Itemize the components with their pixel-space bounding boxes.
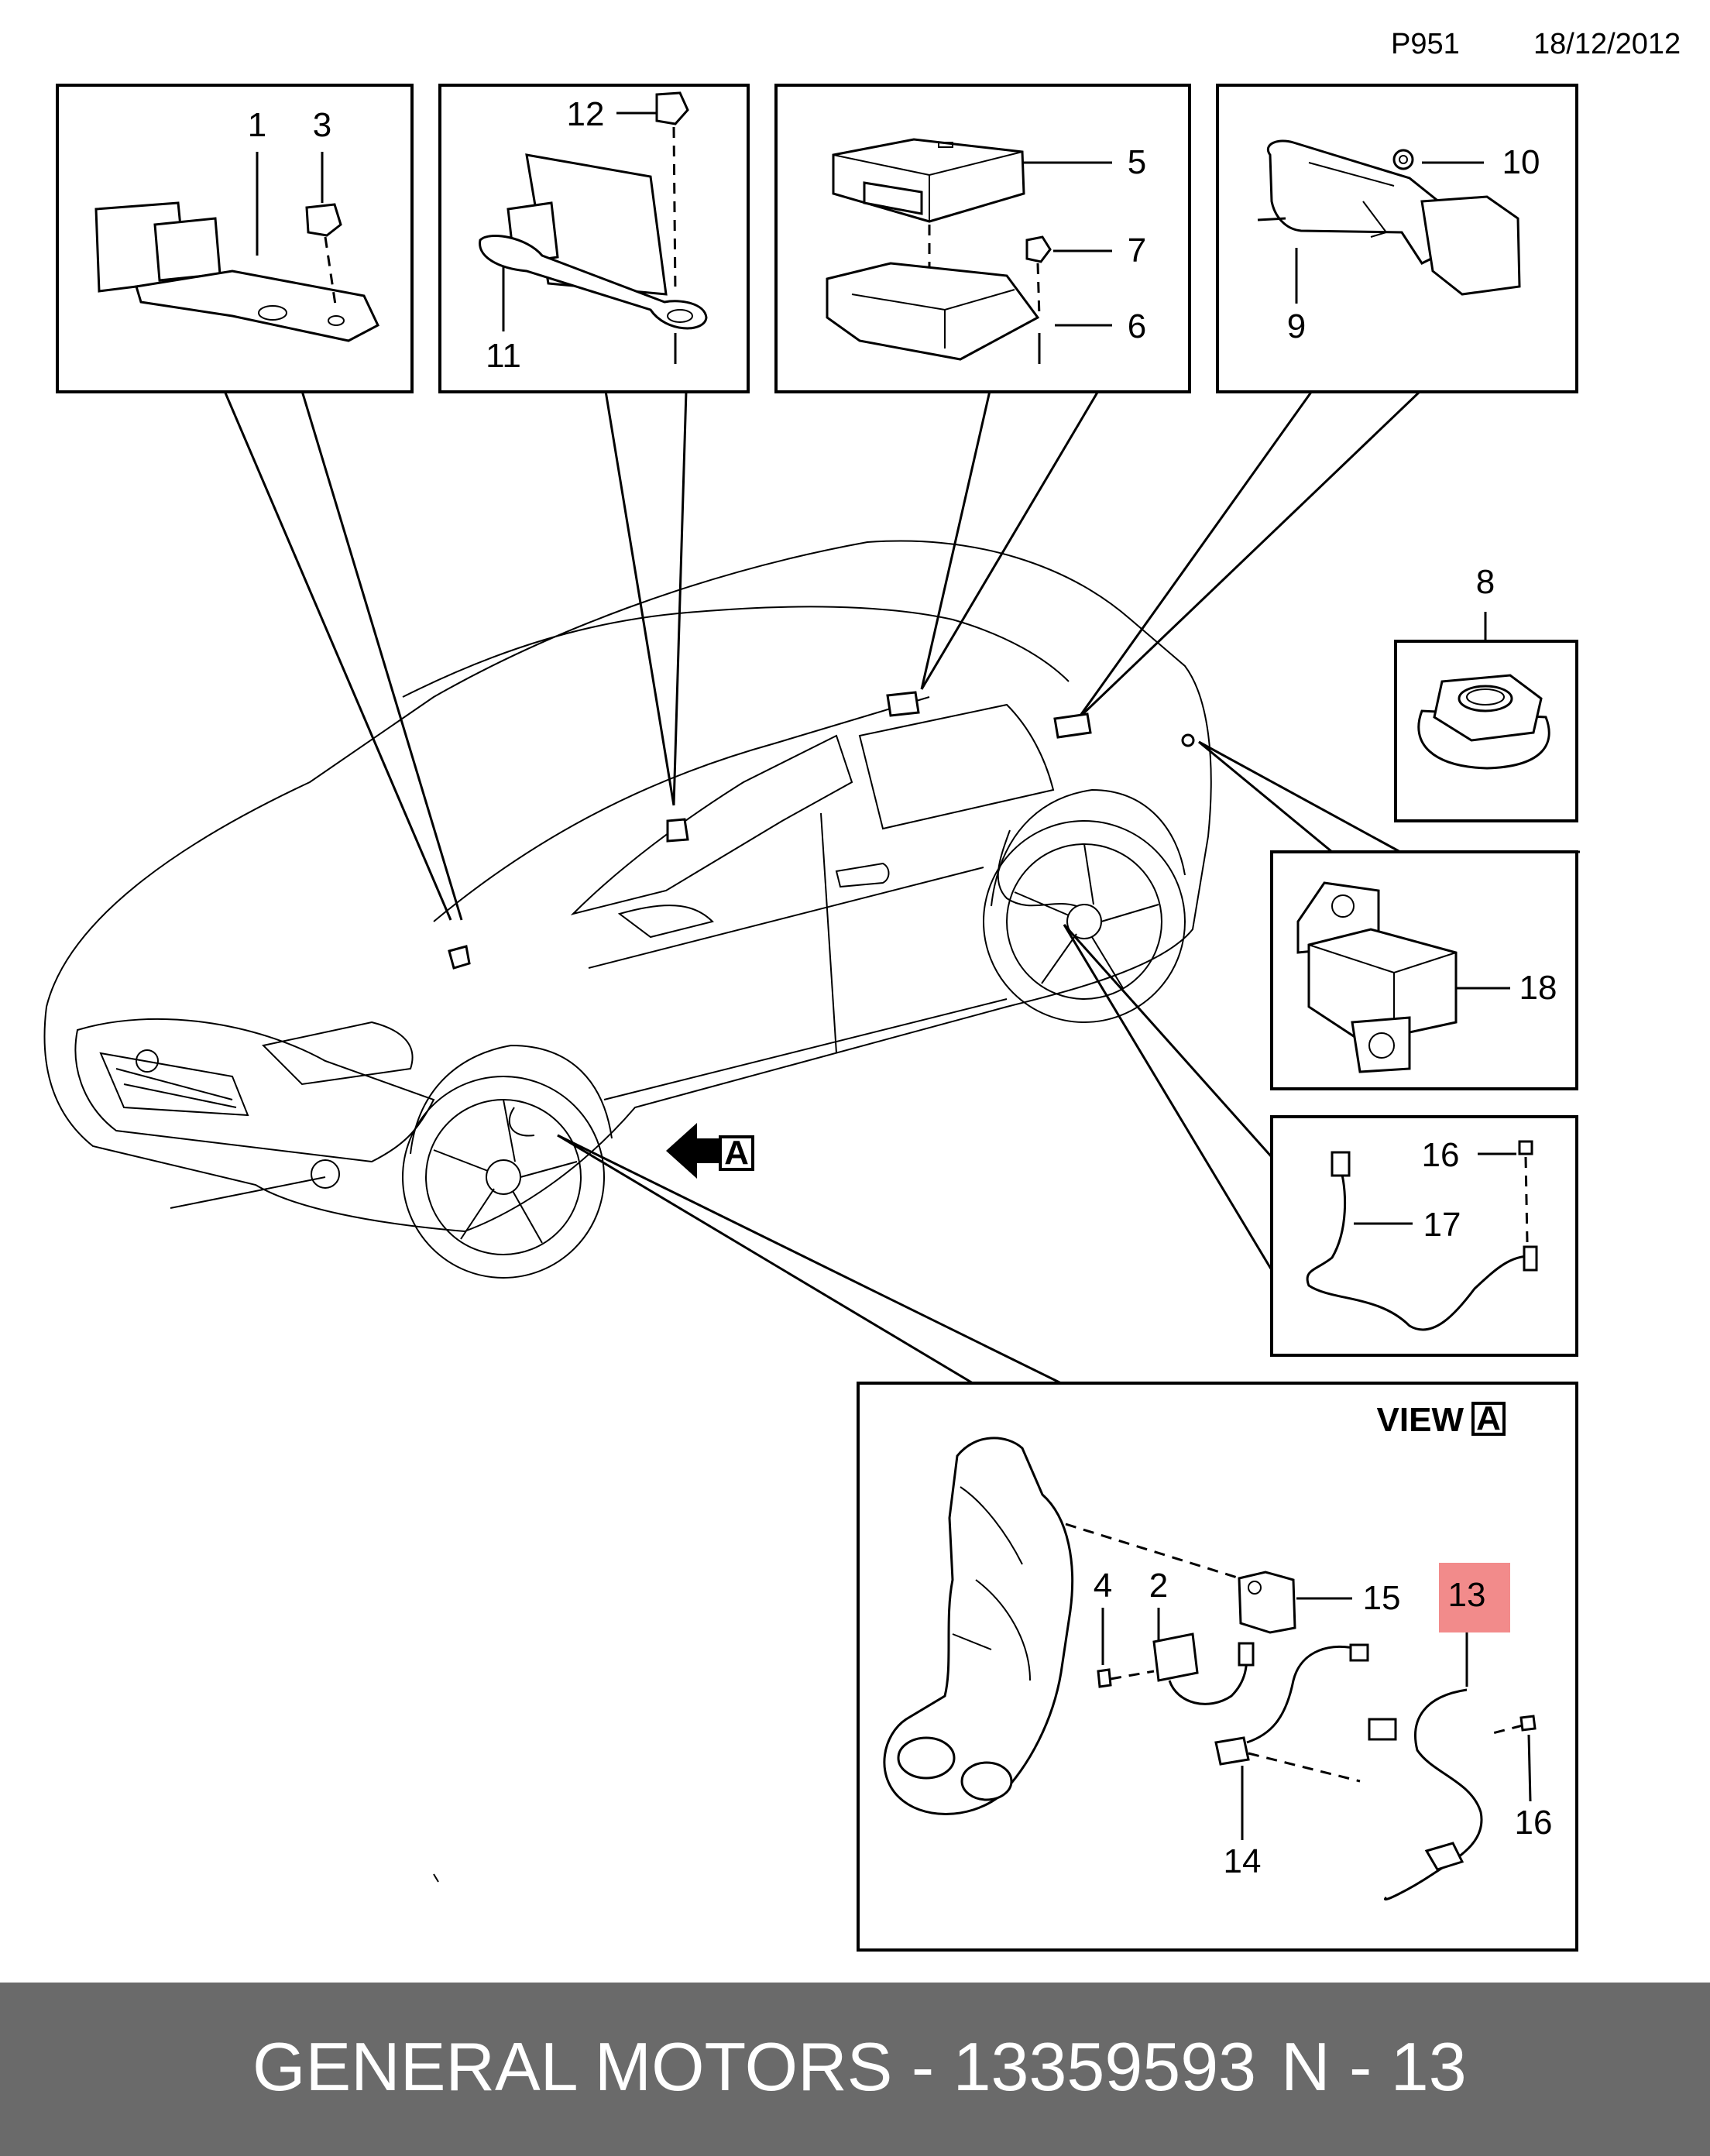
label-13-highlight <box>1439 1563 1510 1632</box>
panel-module-18: 18 <box>1270 850 1578 1090</box>
panel-sensor-bracket: 1 3 <box>56 84 414 393</box>
nut-12 <box>655 91 689 125</box>
parts-diagram: A 1 3 12 11 5 7 6 <box>43 84 1580 1952</box>
sensor-mark-pillar <box>666 818 689 843</box>
label-16-bottom: 16 <box>1515 1804 1553 1842</box>
sensor-13-connector <box>1368 1718 1397 1741</box>
sensor-14-cable <box>1246 1645 1361 1744</box>
diagram-ref: P951 <box>1391 28 1460 60</box>
label-18: 18 <box>1519 969 1557 1007</box>
label-9: 9 <box>1287 307 1306 345</box>
label-8: 8 <box>1476 563 1495 601</box>
sensor-17-connector <box>1331 1151 1351 1177</box>
nut-3 <box>305 203 342 237</box>
module-mark-center <box>886 691 920 717</box>
label-5: 5 <box>1128 143 1146 181</box>
view-letter: A <box>1476 1399 1501 1437</box>
panel-control-module: 5 7 6 <box>774 84 1191 393</box>
view-arrow-letter: A <box>724 1134 749 1172</box>
nut-7 <box>1025 235 1052 263</box>
module-connector <box>863 181 923 215</box>
panel-rear-sensor: 10 9 <box>1216 84 1578 393</box>
front-wheel-harness <box>508 1107 535 1137</box>
module-bracket <box>826 262 1040 361</box>
label-13: 13 <box>1448 1576 1486 1614</box>
label-3: 3 <box>313 106 331 144</box>
vehicle-drawing <box>43 540 1212 1279</box>
stray-mark <box>433 1873 439 1883</box>
mounting-bracket <box>135 270 379 342</box>
footer-brand: GENERAL MOTORS - 13359593 <box>252 2028 1257 2105</box>
label-2: 2 <box>1149 1567 1168 1605</box>
rear-sensor-body <box>1420 195 1521 296</box>
bolt-16-top <box>1518 1140 1533 1155</box>
view-a-arrow: A <box>666 1123 754 1179</box>
part-footer: GENERAL MOTORS - 13359593 N - 13 <box>0 1983 1710 2156</box>
bracket-15 <box>1238 1571 1296 1634</box>
panel-nut: 8 <box>1394 563 1578 822</box>
sensor-mark-front <box>448 945 471 970</box>
sensor-connector <box>153 217 221 282</box>
panel-yaw-sensor: 12 11 <box>438 84 750 393</box>
sensor-17-head <box>1523 1245 1538 1272</box>
leader-lines <box>223 390 1580 1385</box>
sensor-mark-rear <box>1053 712 1092 739</box>
bolt-16 <box>1519 1715 1537 1732</box>
sensor-2-plug <box>1238 1642 1255 1667</box>
label-17: 17 <box>1423 1206 1461 1244</box>
sensor-bracket-2 <box>1152 1632 1199 1682</box>
sensor-17-cable <box>1306 1164 1534 1331</box>
nut-mark-rear <box>1181 733 1195 747</box>
panel-view-a: VIEW A 4 2 15 13 14 16 <box>857 1382 1578 1952</box>
label-16-top: 16 <box>1422 1136 1460 1174</box>
module-18-mount <box>1351 1016 1411 1073</box>
rear-wheel-harness <box>997 829 1077 907</box>
view-word: VIEW <box>1377 1401 1464 1439</box>
bolt-4 <box>1097 1668 1112 1688</box>
panel-rear-wheel-sensor: 16 17 <box>1270 1115 1578 1357</box>
sensor-14-plug <box>1349 1643 1369 1662</box>
sensor-14-head <box>1214 1736 1250 1766</box>
label-6: 6 <box>1128 307 1146 345</box>
label-14: 14 <box>1224 1842 1262 1880</box>
label-11: 11 <box>486 337 521 375</box>
label-12: 12 <box>567 95 605 133</box>
label-1: 1 <box>248 106 266 144</box>
label-15: 15 <box>1363 1579 1401 1617</box>
yaw-sensor-bracket <box>479 234 708 330</box>
footer-code: N - 13 <box>1281 2028 1467 2105</box>
washer-10 <box>1392 149 1414 170</box>
diagram-date: 18/12/2012 <box>1533 28 1681 60</box>
sensor-13-head <box>1424 1842 1464 1871</box>
sensor-13-cable <box>1383 1688 1483 1901</box>
label-7: 7 <box>1128 232 1146 270</box>
label-4: 4 <box>1094 1567 1112 1605</box>
label-10: 10 <box>1502 143 1540 181</box>
